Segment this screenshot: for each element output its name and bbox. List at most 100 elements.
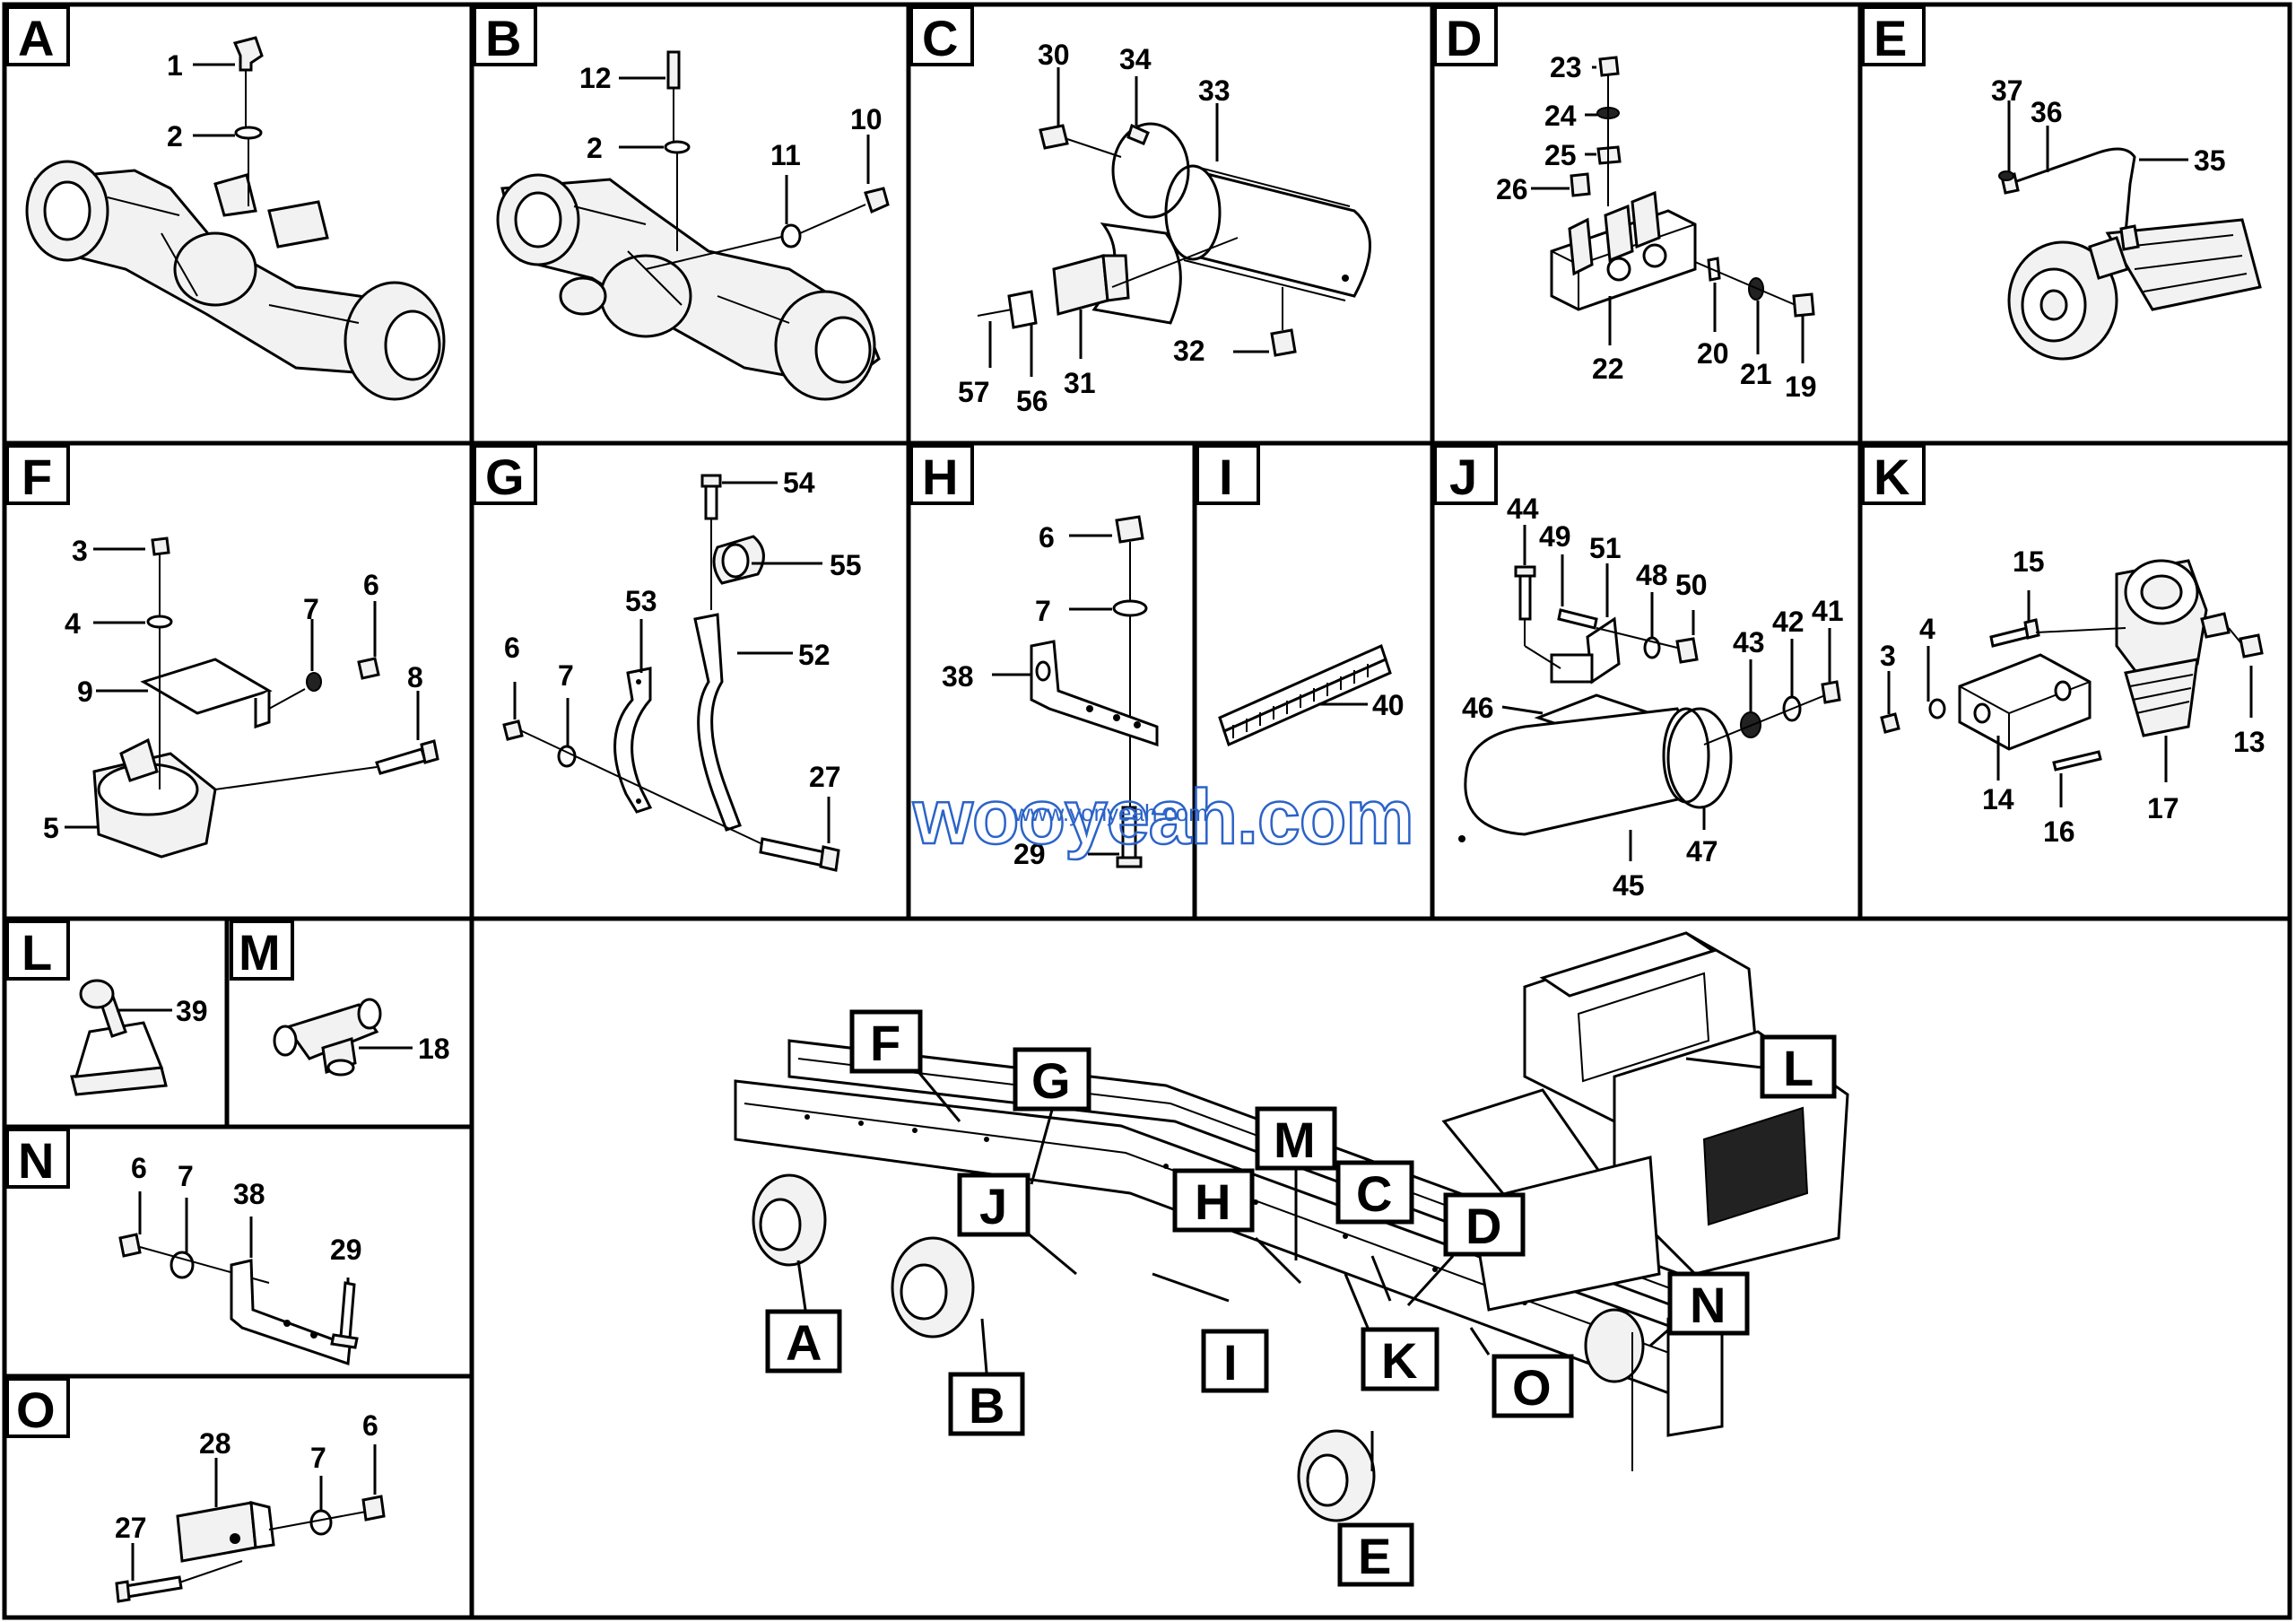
panel-label: N xyxy=(18,1132,54,1189)
overview-tag-m: M xyxy=(1255,1106,1337,1171)
callout-2: 2 xyxy=(167,120,183,153)
callout-7: 7 xyxy=(310,1442,326,1474)
washer xyxy=(170,1251,195,1279)
panel-label: G xyxy=(485,449,525,505)
bolt xyxy=(1989,626,2031,648)
bolt xyxy=(339,1281,356,1340)
svg-text:O: O xyxy=(1512,1359,1552,1416)
nut xyxy=(1115,515,1144,544)
panel-label: K xyxy=(1874,449,1909,505)
angle-bracket xyxy=(1030,640,1159,747)
nut xyxy=(502,719,524,741)
overview-tag-c: C xyxy=(1335,1160,1414,1225)
panel-label: I xyxy=(1219,449,1233,505)
panel-f: F 3 4 7 6 9 8 5 xyxy=(5,444,439,859)
callout-15: 15 xyxy=(2013,545,2045,578)
bracket-plate xyxy=(140,658,273,715)
panel-label: A xyxy=(18,10,54,66)
watermark-url: www.yonyeah.com xyxy=(1013,799,1208,826)
filter xyxy=(1570,172,1591,197)
callout-55: 55 xyxy=(830,549,862,581)
callout-53: 53 xyxy=(625,585,657,617)
panel-label: D xyxy=(1446,10,1482,66)
callout-32: 32 xyxy=(1173,335,1205,367)
callout-4: 4 xyxy=(1919,613,1935,645)
callout-48: 48 xyxy=(1636,559,1668,591)
panel-h: H 6 7 38 29 xyxy=(909,444,1159,870)
overview-tag-l: L xyxy=(1760,1034,1837,1099)
callout-26: 26 xyxy=(1496,173,1528,205)
callout-24: 24 xyxy=(1544,100,1577,132)
svg-text:E: E xyxy=(1358,1528,1391,1584)
callout-29: 29 xyxy=(1013,838,1046,870)
block-bracket xyxy=(176,1501,257,1563)
callout-47: 47 xyxy=(1686,835,1718,868)
washer xyxy=(309,1509,333,1536)
elbow-fitting xyxy=(232,36,264,72)
callout-3: 3 xyxy=(72,535,88,567)
svg-text:H: H xyxy=(1195,1173,1231,1230)
callout-54: 54 xyxy=(783,467,815,499)
svg-text:G: G xyxy=(1031,1052,1071,1109)
panel-l: L 39 xyxy=(5,920,208,1096)
washer xyxy=(146,615,173,629)
plate xyxy=(1007,290,1038,329)
watermark-text: wooyeah.com xyxy=(912,774,1413,860)
overview-tag-n: N xyxy=(1667,1271,1750,1336)
fitting xyxy=(2239,633,2264,658)
callout-29: 29 xyxy=(330,1234,362,1266)
svg-text:A: A xyxy=(786,1314,822,1371)
panel-b: B 12 2 11 10 xyxy=(473,5,890,401)
bolt xyxy=(375,747,427,775)
callout-31: 31 xyxy=(1064,367,1096,399)
callout-7: 7 xyxy=(558,659,574,692)
overview-tag-f: F xyxy=(849,1009,923,1074)
panel-label: M xyxy=(239,924,281,981)
callout-46: 46 xyxy=(1462,692,1494,724)
angle-bracket xyxy=(230,1259,352,1366)
panel-e: E 37 36 35 xyxy=(1861,5,2262,361)
panel-label-box xyxy=(5,5,70,66)
axle-drawing xyxy=(25,160,446,401)
overview-tag-g: G xyxy=(1013,1047,1091,1112)
nut xyxy=(1880,712,1900,734)
svg-text:M: M xyxy=(1274,1112,1316,1168)
callout-3: 3 xyxy=(1880,640,1896,672)
panel-label: J xyxy=(1449,449,1477,505)
bolt xyxy=(704,483,718,520)
cap xyxy=(1598,56,1620,77)
washer xyxy=(234,126,263,140)
svg-text:I: I xyxy=(1223,1334,1238,1391)
callout-1: 1 xyxy=(167,49,183,82)
panel-a: A 1 2 xyxy=(5,5,446,401)
bolt xyxy=(1557,608,1598,630)
callout-9: 9 xyxy=(77,676,93,708)
callout-7: 7 xyxy=(178,1160,194,1192)
mounting-bracket xyxy=(1958,653,2092,751)
svg-text:D: D xyxy=(1465,1198,1501,1254)
callout-42: 42 xyxy=(1772,606,1805,638)
panel-c: C 30 34 33 57 56 31 32 xyxy=(909,5,1371,417)
callout-23: 23 xyxy=(1550,51,1582,83)
panel-o: O 28 7 6 27 xyxy=(5,1377,386,1603)
panel-label: O xyxy=(16,1382,56,1438)
panel-label: C xyxy=(922,10,958,66)
washer xyxy=(1928,698,1946,719)
panel-i: I 40 xyxy=(1196,444,1405,747)
callout-12: 12 xyxy=(579,62,612,94)
callout-4: 4 xyxy=(65,607,81,640)
callout-28: 28 xyxy=(199,1427,231,1460)
svg-text:F: F xyxy=(870,1015,900,1071)
bolt xyxy=(759,837,827,868)
callout-41: 41 xyxy=(1812,595,1844,627)
callout-38: 38 xyxy=(942,660,974,693)
overview-tag-k: K xyxy=(1361,1327,1439,1391)
bolt xyxy=(2052,750,2102,772)
overview-tag-h: H xyxy=(1172,1168,1255,1233)
panel-label: E xyxy=(1874,10,1907,66)
overview-tag-b: B xyxy=(948,1372,1025,1436)
plug xyxy=(1039,124,1069,150)
svg-text:K: K xyxy=(1381,1332,1417,1389)
callout-52: 52 xyxy=(798,639,831,671)
frame-section xyxy=(2105,218,2262,311)
